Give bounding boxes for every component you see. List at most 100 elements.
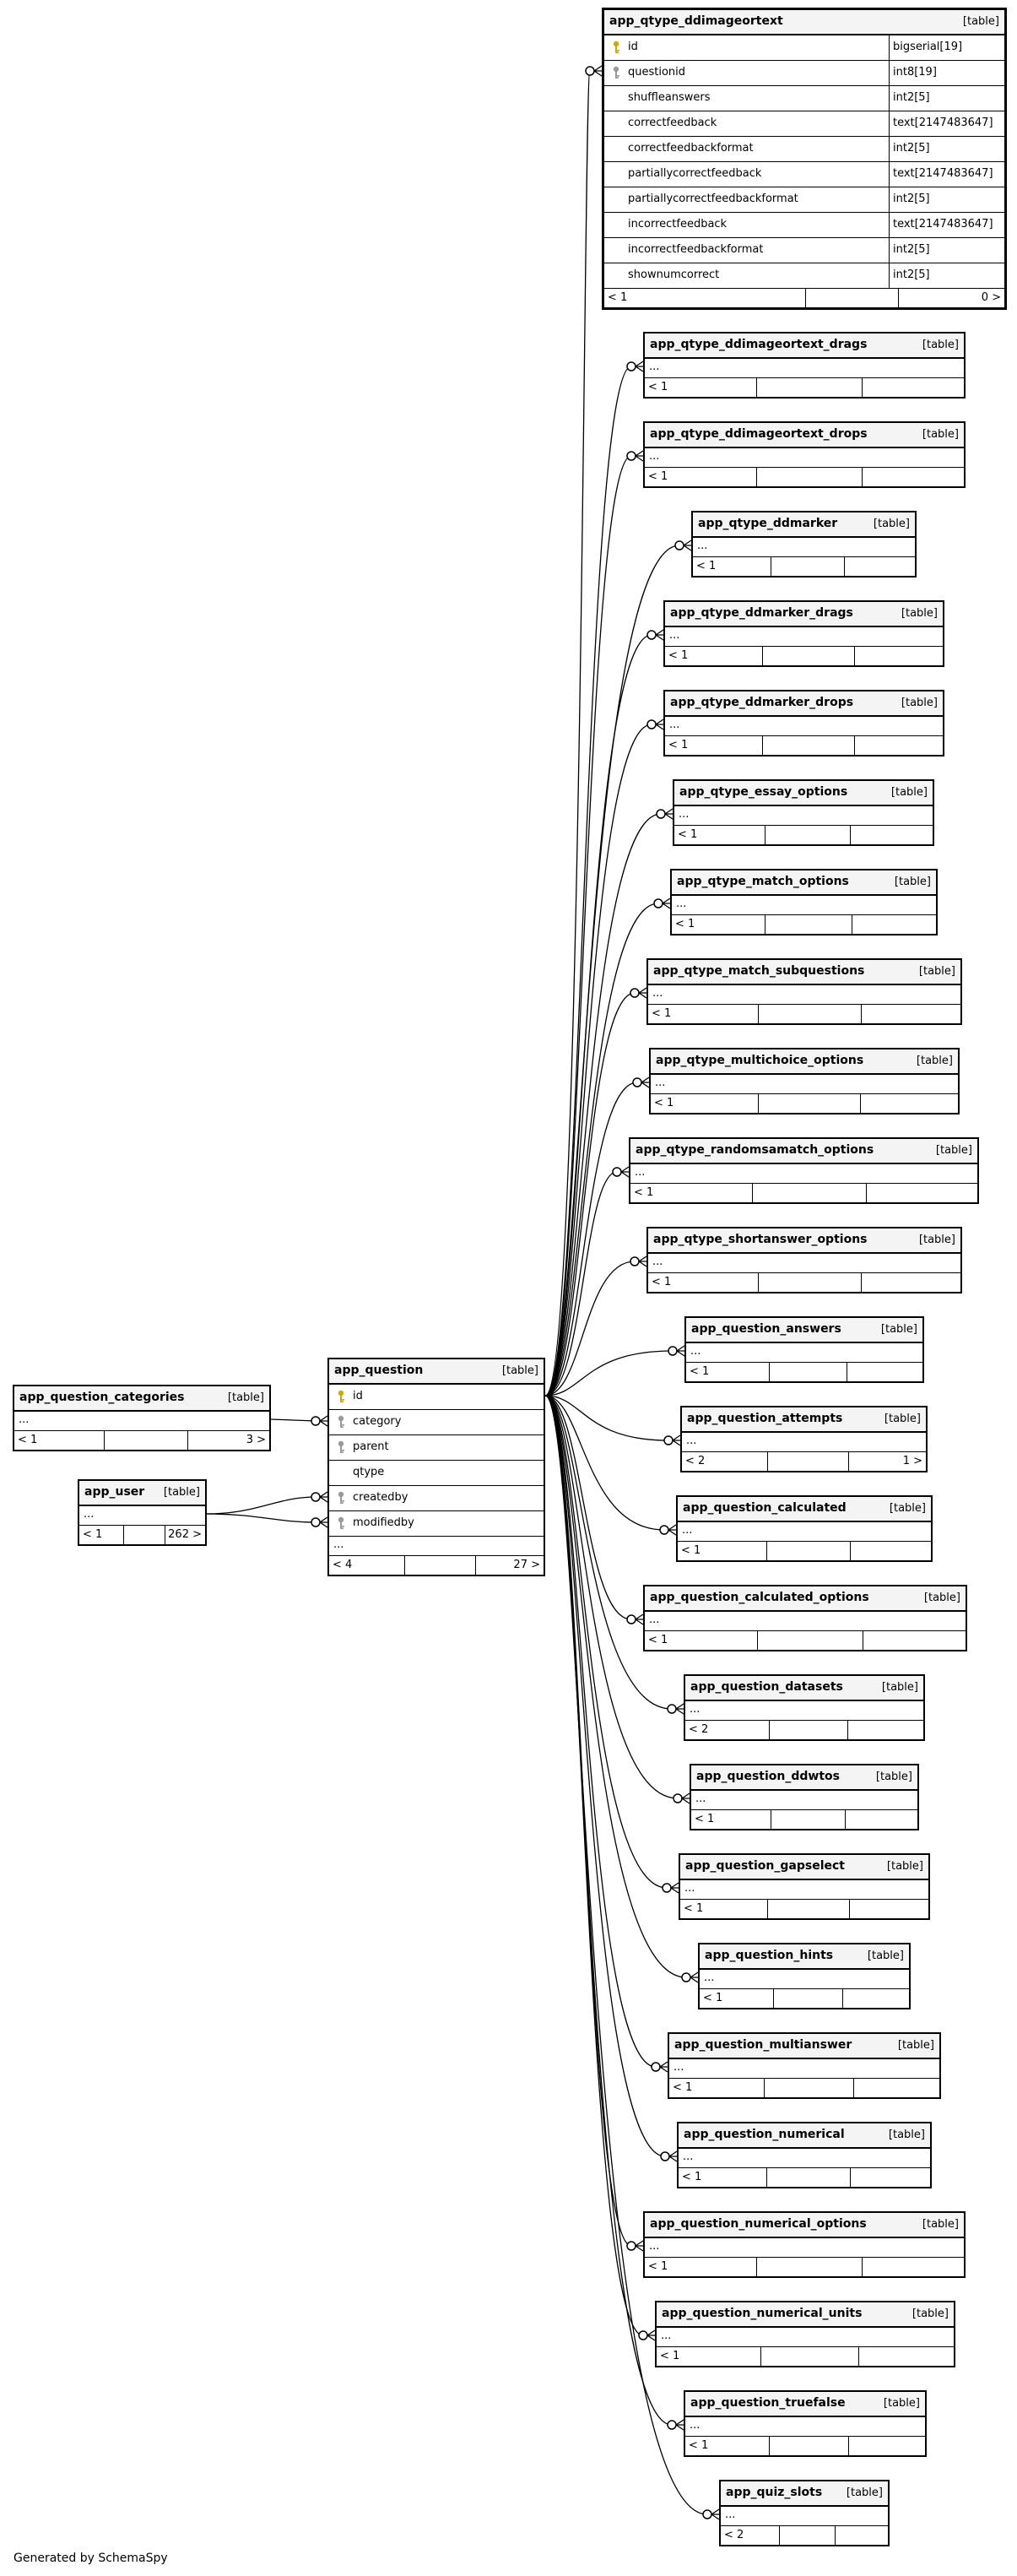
table-header[interactable]: app_question_datasets[table]	[685, 1676, 923, 1701]
table-app-question-hints[interactable]: app_question_hints[table]...< 1	[698, 1943, 911, 2009]
table-header[interactable]: app_quiz_slots[table]	[721, 2481, 888, 2507]
table-name[interactable]: app_qtype_match_options	[677, 875, 849, 888]
table-header[interactable]: app_question_hints[table]	[700, 1944, 909, 1970]
table-name[interactable]: app_question	[334, 1364, 424, 1377]
table-name[interactable]: app_qtype_essay_options	[679, 785, 848, 799]
table-name[interactable]: app_question_numerical_options	[650, 2217, 867, 2231]
table-header[interactable]: app_question_ddwtos[table]	[691, 1765, 917, 1791]
parent-count[interactable]: < 2	[724, 2529, 744, 2541]
parent-count[interactable]: < 1	[648, 381, 668, 393]
table-name[interactable]: app_question_datasets	[690, 1680, 843, 1694]
table-app-question-calculated[interactable]: app_question_calculated[table]...< 1	[676, 1495, 933, 1562]
table-app-qtype-ddimageortext-drags[interactable]: app_qtype_ddimageortext_drags[table]...<…	[643, 332, 966, 399]
table-header[interactable]: app_question_numerical_options[table]	[645, 2213, 964, 2238]
parent-count[interactable]: < 1	[703, 1992, 723, 2004]
parent-count[interactable]: < 2	[685, 1455, 706, 1467]
parent-count[interactable]: < 1	[652, 1007, 672, 1020]
table-name[interactable]: app_qtype_multichoice_options	[656, 1054, 864, 1067]
parent-count[interactable]: < 1	[673, 2081, 693, 2094]
table-name[interactable]: app_qtype_ddimageortext	[609, 14, 783, 28]
parent-count[interactable]: < 1	[696, 560, 717, 572]
parent-count[interactable]: < 1	[634, 1186, 654, 1199]
table-app-qtype-randomsamatch-options[interactable]: app_qtype_randomsamatch_options[table]..…	[629, 1137, 979, 1204]
table-header[interactable]: app_qtype_essay_options[table]	[674, 781, 933, 806]
parent-count[interactable]: < 1	[648, 2260, 668, 2273]
table-name[interactable]: app_qtype_ddimageortext_drags	[650, 338, 868, 351]
table-header[interactable]: app_qtype_shortanswer_options[table]	[648, 1228, 960, 1254]
table-header[interactable]: app_user[table]	[79, 1481, 205, 1506]
table-header[interactable]: app_question_multianswer[table]	[669, 2034, 939, 2059]
parent-count[interactable]: < 1	[675, 918, 695, 930]
table-name[interactable]: app_question_numerical_units	[662, 2307, 863, 2320]
column-row[interactable]: qtype	[329, 1461, 544, 1486]
table-header[interactable]: app_question_calculated[table]	[678, 1497, 931, 1522]
table-header[interactable]: app_qtype_ddimageortext_drops[table]	[645, 423, 964, 448]
table-header[interactable]: app_question_numerical_units[table]	[657, 2302, 954, 2328]
parent-count[interactable]: < 1	[83, 1528, 103, 1541]
table-app-question-ddwtos[interactable]: app_question_ddwtos[table]...< 1	[690, 1764, 919, 1830]
parent-count[interactable]: < 1	[690, 1365, 710, 1378]
parent-count[interactable]: < 1	[18, 1434, 38, 1446]
table-header[interactable]: app_qtype_ddimageortext_drags[table]	[645, 334, 964, 359]
parent-count[interactable]: < 1	[660, 2350, 680, 2362]
table-header[interactable]: app_question_truefalse[table]	[685, 2392, 925, 2417]
table-header[interactable]: app_qtype_ddmarker_drags[table]	[665, 602, 943, 627]
parent-count[interactable]: < 1	[648, 1634, 668, 1646]
table-name[interactable]: app_qtype_ddmarker_drops	[670, 696, 854, 709]
table-header[interactable]: app_qtype_ddimageortext[table]	[604, 10, 1004, 35]
table-name[interactable]: app_question_calculated_options	[650, 1591, 869, 1604]
parent-count[interactable]: < 1	[654, 1097, 674, 1109]
table-app-question-calculated-options[interactable]: app_question_calculated_options[table]..…	[643, 1585, 967, 1651]
parent-count[interactable]: < 4	[333, 1559, 353, 1571]
child-count[interactable]: 27 >	[513, 1559, 540, 1571]
column-row[interactable]: id	[329, 1385, 544, 1410]
table-app-question-gapselect[interactable]: app_question_gapselect[table]...< 1	[679, 1853, 930, 1920]
table-name[interactable]: app_qtype_ddmarker	[698, 517, 838, 530]
table-app-quiz-slots[interactable]: app_quiz_slots[table]...< 2	[719, 2480, 890, 2546]
table-name[interactable]: app_qtype_ddimageortext_drops	[650, 427, 868, 441]
table-header[interactable]: app_qtype_randomsamatch_options[table]	[630, 1139, 977, 1164]
table-app-qtype-ddmarker[interactable]: app_qtype_ddmarker[table]...< 1	[691, 511, 917, 578]
table-name[interactable]: app_question_multianswer	[674, 2038, 852, 2052]
table-header[interactable]: app_qtype_ddmarker_drops[table]	[665, 691, 943, 717]
table-app-question-truefalse[interactable]: app_question_truefalse[table]...< 1	[684, 2390, 927, 2457]
table-name[interactable]: app_question_categories	[19, 1391, 185, 1404]
parent-count[interactable]: < 1	[608, 291, 628, 304]
parent-count[interactable]: < 1	[652, 1276, 672, 1288]
table-name[interactable]: app_user	[84, 1485, 145, 1499]
table-header[interactable]: app_question_numerical[table]	[679, 2123, 930, 2149]
column-row[interactable]: modifiedby	[329, 1511, 544, 1537]
parent-count[interactable]: < 2	[689, 1723, 709, 1736]
table-app-question-numerical-options[interactable]: app_question_numerical_options[table]...…	[643, 2211, 966, 2278]
parent-count[interactable]: < 1	[684, 1902, 704, 1915]
parent-count[interactable]: < 1	[695, 1813, 715, 1825]
table-name[interactable]: app_question_attempts	[687, 1412, 843, 1425]
column-row[interactable]: parent	[329, 1435, 544, 1461]
table-app-question-multianswer[interactable]: app_question_multianswer[table]...< 1	[668, 2032, 941, 2099]
child-count[interactable]: 0 >	[981, 291, 1001, 304]
table-header[interactable]: app_qtype_ddmarker[table]	[693, 512, 915, 538]
column-row[interactable]: category	[329, 1410, 544, 1435]
table-app-question-answers[interactable]: app_question_answers[table]...< 1	[684, 1316, 924, 1383]
parent-count[interactable]: < 1	[668, 739, 689, 751]
table-name[interactable]: app_qtype_randomsamatch_options	[636, 1143, 874, 1157]
parent-count[interactable]: < 1	[681, 1544, 701, 1557]
column-row[interactable]: createdby	[329, 1486, 544, 1511]
parent-count[interactable]: < 1	[689, 2439, 709, 2452]
table-app-qtype-essay-options[interactable]: app_qtype_essay_options[table]...< 1	[673, 779, 934, 846]
table-app-qtype-multichoice-options[interactable]: app_qtype_multichoice_options[table]...<…	[649, 1048, 960, 1114]
table-name[interactable]: app_quiz_slots	[726, 2486, 823, 2499]
parent-count[interactable]: < 1	[682, 2171, 702, 2183]
